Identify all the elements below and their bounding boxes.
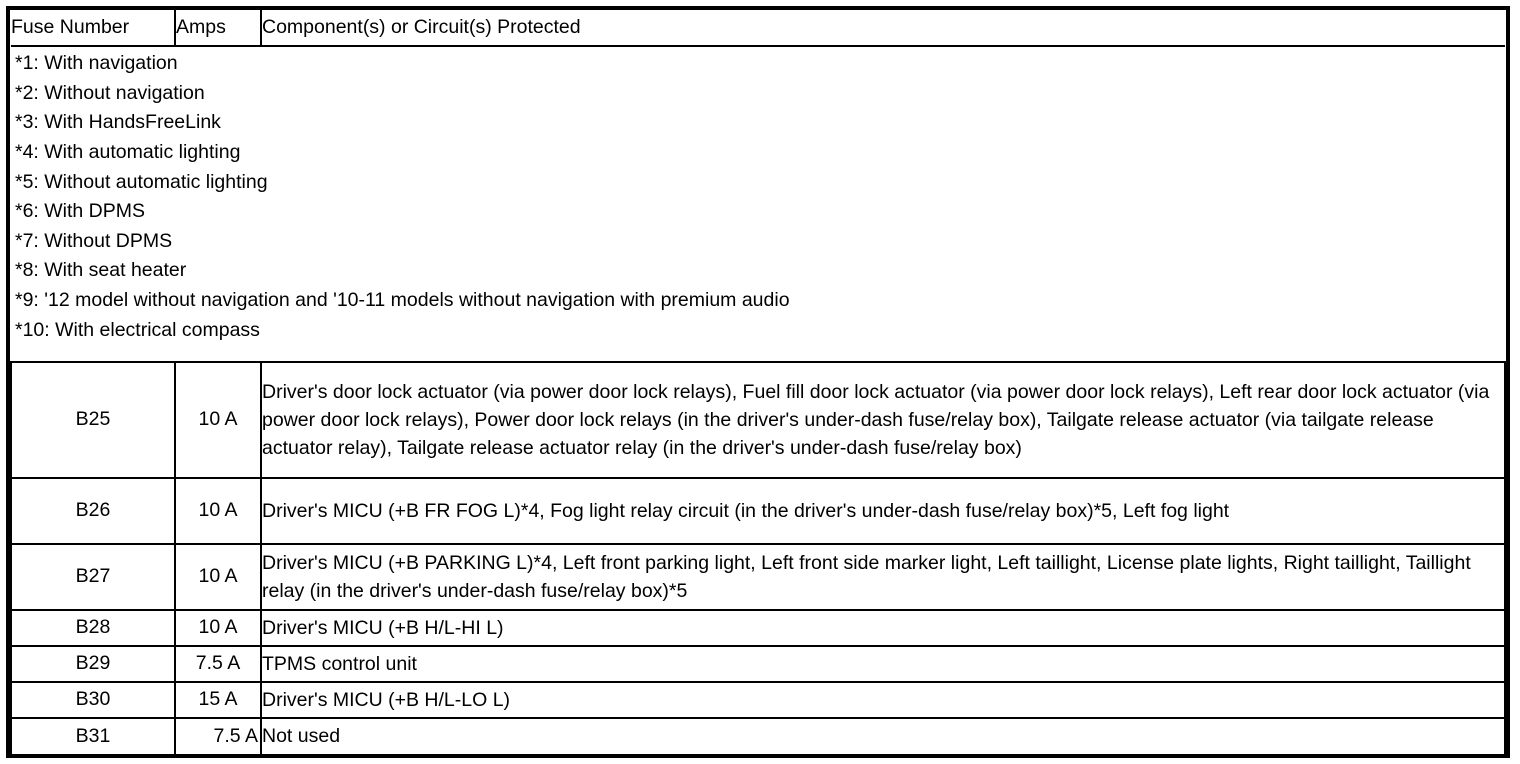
fuse-table: Fuse Number Amps Component(s) or Circuit…: [10, 10, 1506, 754]
cell-description: Driver's MICU (+B PARKING L)*4, Left fro…: [260, 543, 1506, 611]
footnote-8: *8: With seat heater: [15, 259, 187, 282]
footnote-9: *9: '12 model without navigation and '10…: [15, 289, 790, 311]
footnote-2: *2: Without navigation: [15, 81, 205, 104]
footnote-6: *6: With DPMS: [15, 200, 146, 223]
cell-description: Driver's MICU (+B H/L-HI L): [260, 609, 1506, 647]
footnote-4: *4: With automatic lighting: [15, 140, 241, 163]
table-row: B30 15 A Driver's MICU (+B H/L-LO L): [10, 681, 1506, 719]
table-row: B27 10 A Driver's MICU (+B PARKING L)*4,…: [10, 543, 1506, 611]
cell-amps: 7.5 A: [174, 717, 262, 754]
cell-description: Driver's MICU (+B H/L-LO L): [260, 681, 1506, 719]
cell-fuse-number: B27: [10, 543, 176, 611]
table-row: B31 7.5 A Not used: [10, 717, 1506, 754]
footnote-5: *5: Without automatic lighting: [15, 170, 268, 193]
footnote-10: *10: With electrical compass: [15, 318, 260, 341]
cell-fuse-number: B31: [10, 717, 176, 754]
fuse-table-container: Fuse Number Amps Component(s) or Circuit…: [6, 6, 1510, 758]
cell-amps: 10 A: [174, 543, 262, 611]
cell-description: TPMS control unit: [260, 645, 1506, 683]
table-row: B28 10 A Driver's MICU (+B H/L-HI L): [10, 609, 1506, 647]
column-header-description: Component(s) or Circuit(s) Protected: [261, 10, 1505, 47]
cell-fuse-number: B26: [10, 477, 176, 545]
table-row: B29 7.5 A TPMS control unit: [10, 645, 1506, 683]
cell-description: Driver's MICU (+B FR FOG L)*4, Fog light…: [260, 477, 1506, 545]
table-row: B26 10 A Driver's MICU (+B FR FOG L)*4, …: [10, 477, 1506, 545]
cell-amps: 7.5 A: [174, 645, 262, 683]
cell-amps: 10 A: [174, 609, 262, 647]
column-header-amps: Amps: [175, 10, 262, 47]
cell-fuse-number: B25: [10, 361, 176, 479]
cell-fuse-number: B30: [10, 681, 176, 719]
table-row: B25 10 A Driver's door lock actuator (vi…: [10, 361, 1506, 479]
footnotes-block: *1: With navigation *2: Without navigati…: [11, 45, 1505, 363]
cell-amps: 10 A: [174, 361, 262, 479]
table-header-row: Fuse Number Amps Component(s) or Circuit…: [11, 10, 1505, 47]
footnote-3: *3: With HandsFreeLink: [15, 111, 221, 134]
cell-fuse-number: B28: [10, 609, 176, 647]
cell-amps: 15 A: [174, 681, 262, 719]
footnotes-row: *1: With navigation *2: Without navigati…: [11, 45, 1505, 363]
cell-amps: 10 A: [174, 477, 262, 545]
cell-description: Driver's door lock actuator (via power d…: [260, 361, 1506, 479]
column-header-fuse-number: Fuse Number: [11, 10, 176, 47]
cell-fuse-number: B29: [10, 645, 176, 683]
footnote-7: *7: Without DPMS: [15, 229, 173, 252]
cell-description: Not used: [260, 717, 1506, 754]
footnote-1: *1: With navigation: [15, 52, 178, 74]
